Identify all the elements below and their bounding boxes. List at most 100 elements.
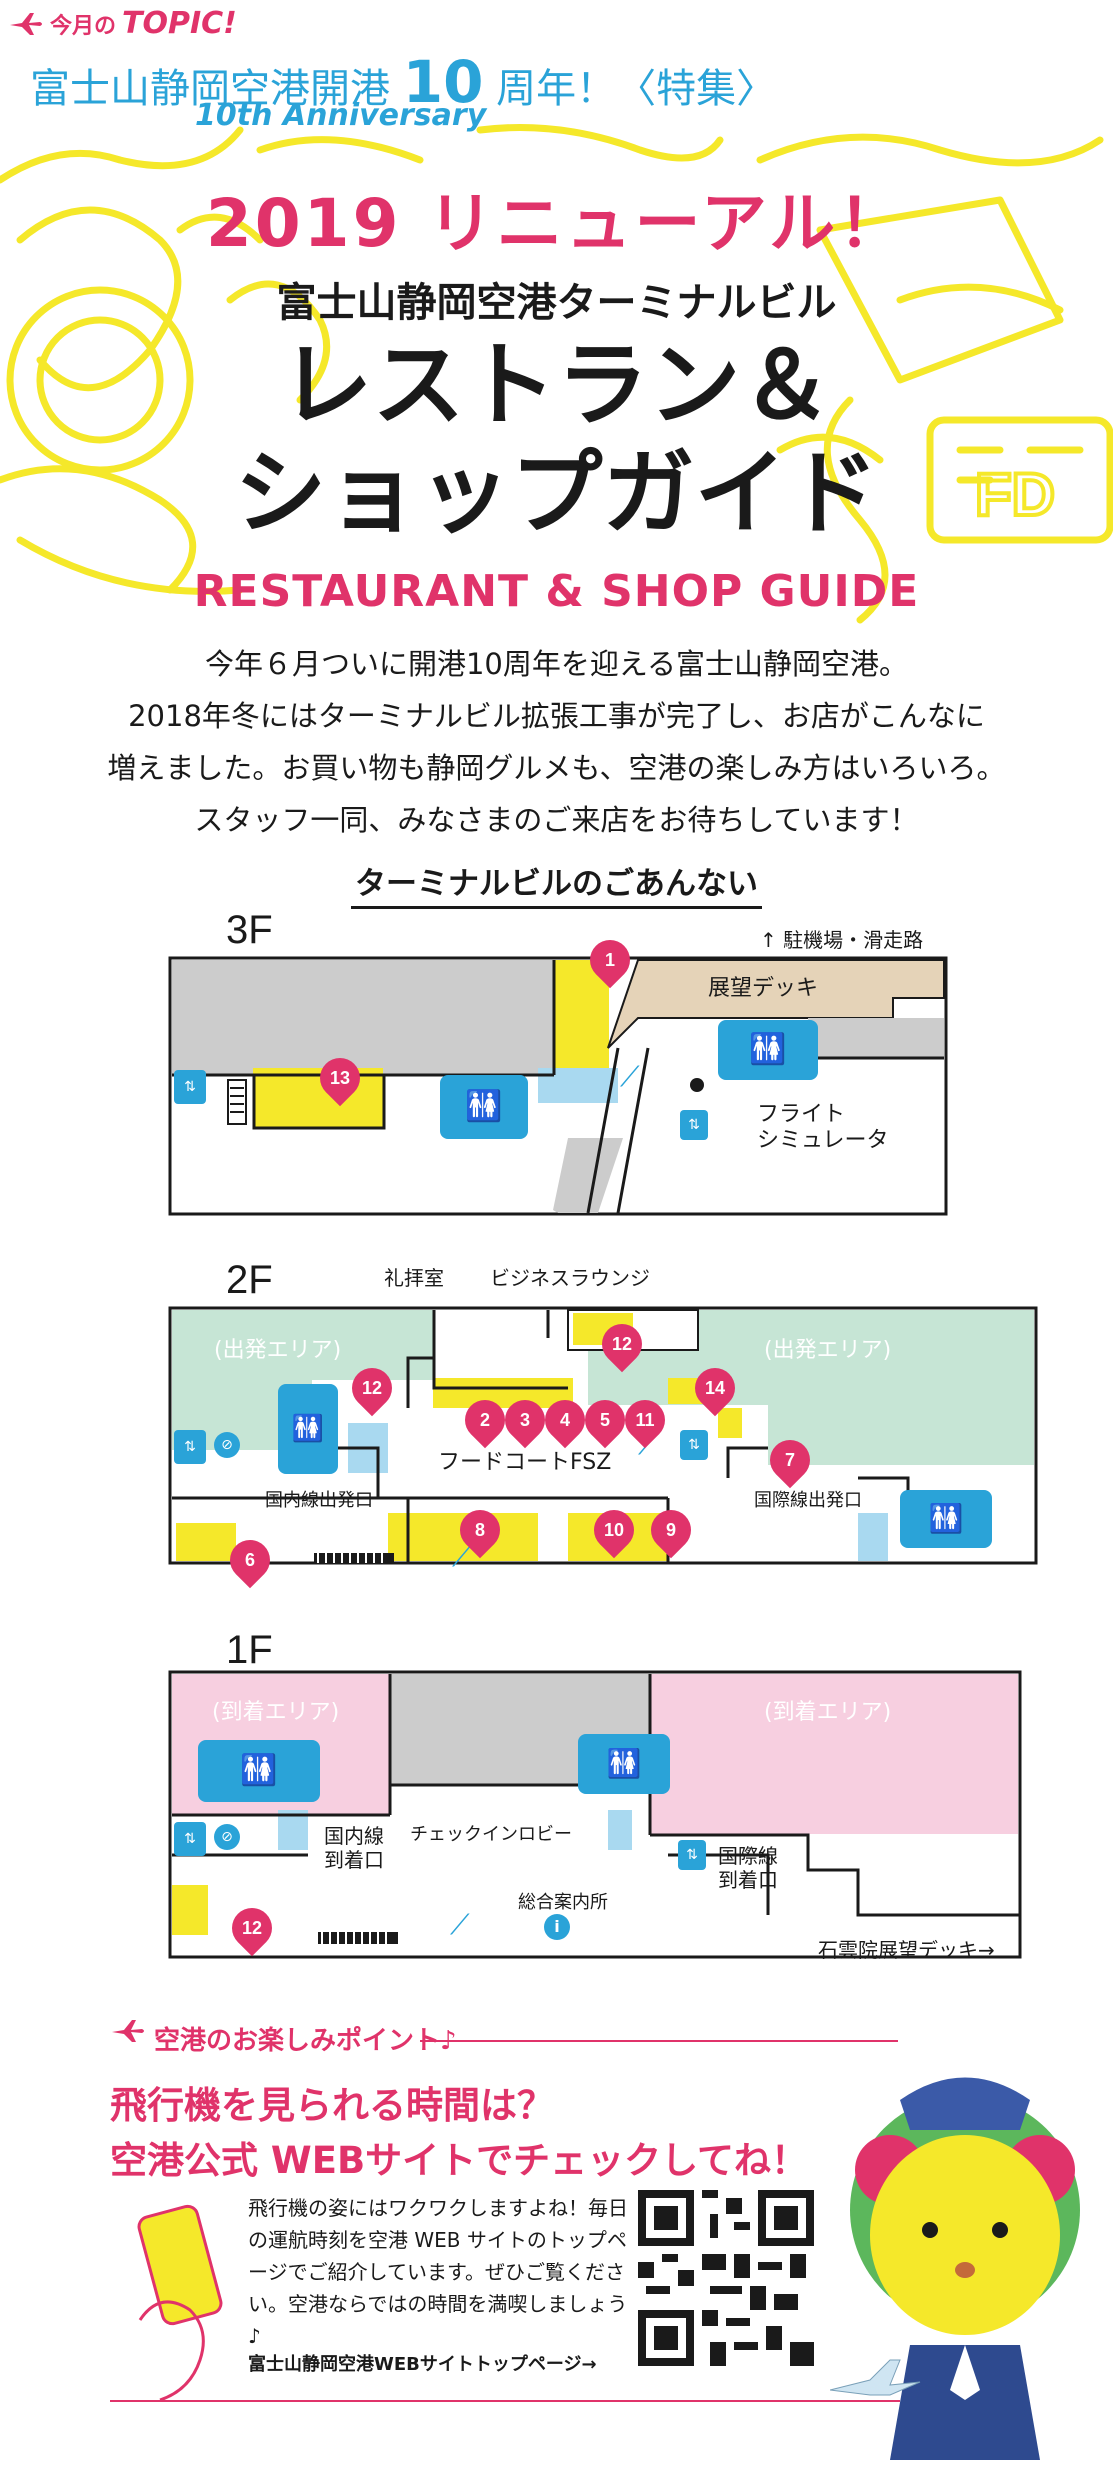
restroom-icon: 🚻 [718,1020,818,1080]
website-link[interactable]: 富士山静岡空港WEBサイトトップページ→ [248,2354,597,2375]
map-pin-1: 1 [581,931,639,989]
international-departure-label: 国際線出発口 [754,1490,862,1511]
simulator-marker [690,1078,704,1092]
title-part-b: 周年！〈特集〉 [496,66,777,112]
qr-code[interactable] [638,2190,814,2366]
corridor [608,1810,632,1850]
topic-prefix: 今月の [50,13,117,39]
fun-headline-2: 空港公式 WEBサイトでチェックしてね！ [110,2139,809,2182]
corridor [538,1068,618,1103]
elevator-icon: ⇅ [174,1430,206,1464]
map-pin-number: 12 [611,1334,633,1354]
prayer-room-label: 礼拝室 [384,1266,444,1290]
fun-body-text: 飛行機の姿にはワクワクしますよね！毎日の運航時刻を空港 WEB サイトのトップペ… [248,2196,628,2348]
svg-text:FD: FD [975,461,1055,528]
map-pin-12: 12 [223,1899,281,1957]
smartphone-hand-illustration [137,2204,223,2400]
map-pin-number: 12 [361,1378,383,1398]
intro-line: 2018年冬にはターミナルビル拡張工事が完了し、お店がこんなに [128,699,985,733]
terminal-subtitle: 富士山静岡空港ターミナルビル [276,280,837,326]
topic-header: 今月の TOPIC! [8,6,237,41]
elevator-icon: ⇅ [174,1070,206,1104]
departure-area-right [768,1405,1034,1465]
floor3-label: 3F [226,908,273,952]
closed-area [172,960,554,1075]
closed-area [808,1018,944,1058]
map-pin-number: 10 [603,1520,625,1540]
map-pin-13: 13 [311,1049,369,1107]
map-pin-12: 12 [593,1315,651,1373]
smoking-icon: ⊘ [214,1824,240,1850]
map-pin-number: 2 [479,1410,490,1430]
map-pin-6: 6 [221,1531,279,1589]
fun-headline-1: 飛行機を見られる時間は？ [110,2084,554,2127]
restroom-icon: 🚻 [278,1384,338,1474]
checkin-lobby-label: チェックインロビー [410,1824,572,1845]
restroom-icon: 🚻 [440,1075,528,1139]
shop-area-1 [553,960,609,1075]
map-pin-number: 12 [241,1918,263,1938]
renewal-headline: 2019 リニューアル！ [205,185,908,262]
airplane-icon [112,2020,144,2042]
intro-line: スタッフ一同、みなさまのご来店をお待ちしています！ [194,803,919,837]
anniversary-subtitle: 10th Anniversary [195,98,487,133]
elevator-icon: ⇅ [680,1430,708,1460]
restroom-icon: 🚻 [578,1734,670,1794]
map-pin-number: 5 [599,1410,610,1430]
escalator-icon: ⟋ [620,1060,640,1093]
map-pin-number: 8 [474,1520,485,1540]
map-pin-number: 13 [329,1068,351,1088]
map-pin-14: 14 [686,1359,744,1417]
sekiunin-deck-label: 石雲院展望デッキ→ [818,1938,995,1962]
food-court-label: フードコートFSZ [438,1450,612,1475]
restroom-icon: 🚻 [198,1740,320,1802]
departure-area-left [172,1310,434,1380]
map-pin-11: 11 [616,1391,674,1449]
title-part-a: 富士山静岡空港開港 [30,66,390,112]
food-court-shops [433,1378,573,1408]
map-pin-number: 4 [559,1410,570,1430]
bottom-divider [110,2400,900,2402]
map-pin-7: 7 [761,1431,819,1489]
restroom-icon: 🚻 [900,1490,992,1548]
map-pin-number: 3 [519,1410,530,1430]
observation-deck-label: 展望デッキ [708,976,819,1001]
anniversary-title: 富士山静岡空港開港 10 周年！〈特集〉 [30,48,776,116]
arrival-area-left-label: (到着エリア) [212,1700,340,1725]
map-pin-number: 1 [604,950,615,970]
english-title: RESTAURANT & SHOP GUIDE [193,566,920,617]
flight-simulator-label-1: フライト [757,1102,846,1127]
floor3-map [168,956,948,1216]
map-pin-8: 8 [451,1501,509,1559]
parking-runway-label: ↑ 駐機場・滑走路 [760,928,924,952]
airplane-icon [10,12,42,35]
map-pin-10: 10 [585,1501,643,1559]
domestic-arrival-label-1: 国内線 [324,1824,384,1848]
escalator-icon: ⟋ [450,1908,470,1941]
floor1-label: 1F [226,1628,273,1672]
fun-point-heading: 空港のお楽しみポイント♪ [154,2026,457,2056]
flight-simulator-label-2: シミュレータ [757,1128,889,1153]
arrival-area-right-label: (到着エリア) [764,1700,892,1725]
divider [420,2040,898,2042]
shop-area-12 [172,1885,208,1935]
main-title-line2: ショップガイド [234,440,879,547]
map-pin-number: 11 [635,1410,655,1430]
information-icon: i [544,1914,570,1940]
map-pin-12: 12 [343,1359,401,1417]
domestic-departure-label: 国内線出発口 [265,1490,373,1511]
title-number: 10 [402,48,484,116]
map-pin-number: 14 [704,1378,726,1398]
observation-deck [607,959,945,1049]
information-desk-label: 総合案内所 [518,1892,608,1913]
elevator-icon: ⇅ [174,1822,206,1856]
mascot-character-illustration [830,2077,1080,2460]
international-arrival-label-2: 到着口 [718,1868,778,1892]
map-pin-9: 9 [642,1501,700,1559]
map-pin-number: 7 [784,1450,795,1470]
intro-text: 今年６月ついに開港10周年を迎える富士山静岡空港。 2018年冬にはターミナルビ… [100,638,1013,846]
shop-area-7 [718,1408,742,1438]
corridor [858,1513,888,1561]
main-title-line1: レストラン＆ [280,332,833,439]
intro-line: 増えました。お買い物も静岡グルメも、空港の楽しみ方はいろいろ。 [107,751,1006,785]
